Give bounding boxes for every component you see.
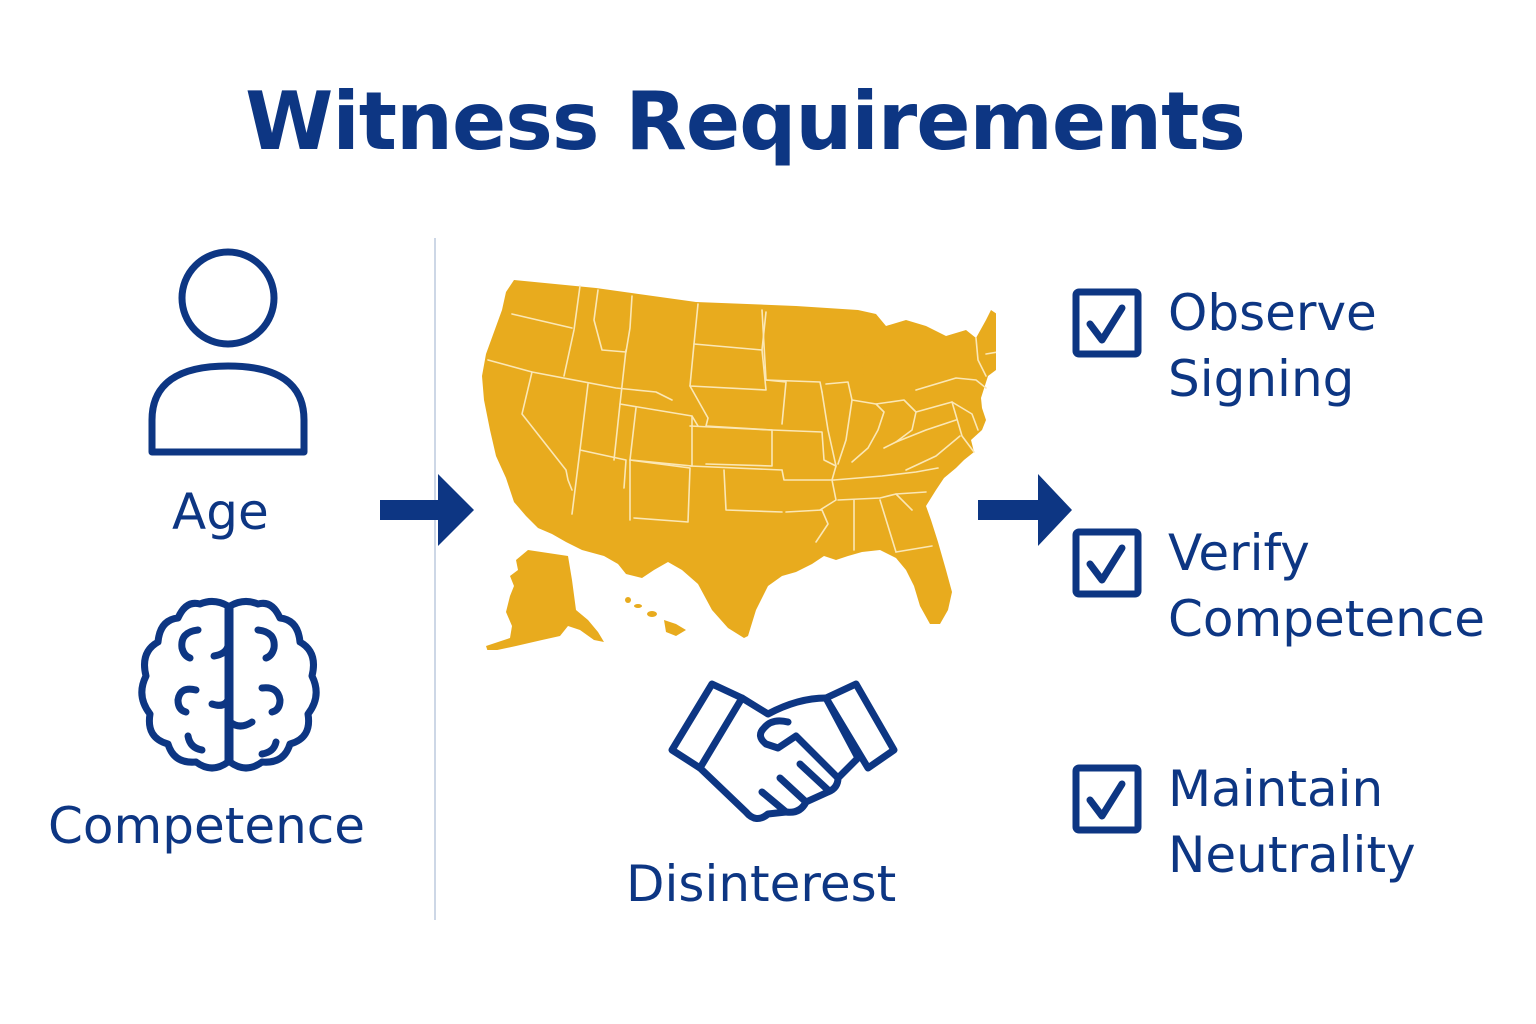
checklist-line2: Signing — [1168, 350, 1355, 408]
brain-icon — [138, 597, 320, 772]
checkbox-checked-icon — [1072, 764, 1142, 834]
checklist-line2: Competence — [1168, 590, 1486, 648]
handshake-icon — [668, 680, 898, 822]
competence-label: Competence — [48, 797, 366, 855]
checklist-line1: Verify — [1168, 524, 1310, 582]
right-arrow-icon — [978, 474, 1072, 546]
checklist-line1: Maintain — [1168, 760, 1384, 818]
checkbox-checked-icon — [1072, 528, 1142, 598]
vertical-divider — [434, 238, 436, 920]
person-icon — [148, 248, 308, 456]
age-label: Age — [172, 483, 269, 541]
disinterest-label: Disinterest — [626, 855, 897, 913]
checklist-line2: Neutrality — [1168, 826, 1416, 884]
page-title: Witness Requirements — [245, 75, 1246, 168]
checkbox-checked-icon — [1072, 288, 1142, 358]
us-map-icon — [482, 280, 996, 650]
checklist-line1: Observe — [1168, 284, 1377, 342]
right-arrow-icon — [380, 474, 474, 546]
